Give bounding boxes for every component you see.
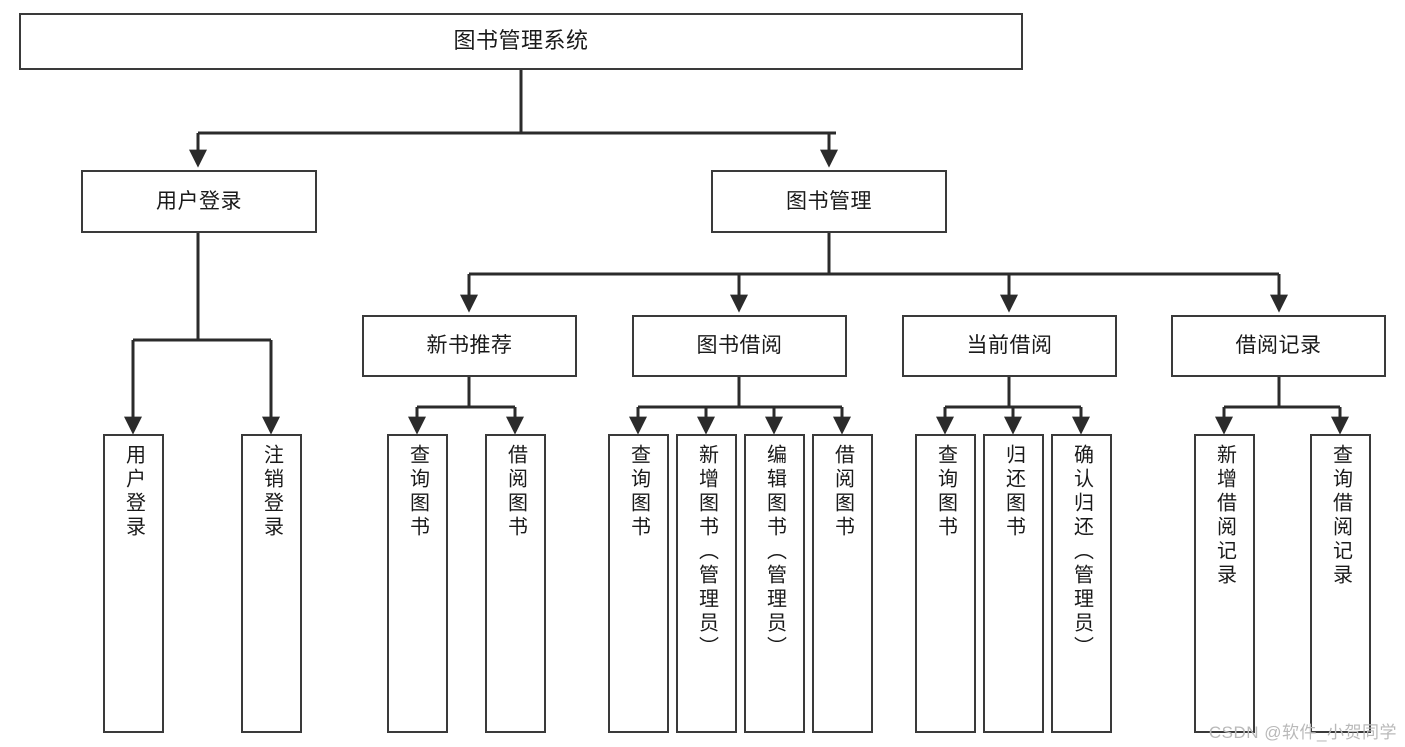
node-label: 借阅图书 (504, 444, 527, 540)
node-label: 新书推荐 (426, 334, 513, 358)
node-label: 图书管理 (786, 189, 872, 213)
node-user-login[interactable]: 用户登录 (81, 170, 317, 233)
node-label: 归还图书 (1002, 444, 1025, 540)
leaf-recommend-borrow-book[interactable]: 借阅图书 (485, 434, 546, 733)
node-label: 当前借阅 (966, 334, 1053, 358)
node-root-system[interactable]: 图书管理系统 (19, 13, 1023, 70)
leaf-borrow-add-book-admin[interactable]: 新增图书（管理员） (676, 434, 737, 733)
node-label: 编辑图书（管理员） (763, 444, 786, 660)
leaf-borrow-query-book[interactable]: 查询图书 (608, 434, 669, 733)
node-label: 借阅记录 (1235, 334, 1322, 358)
node-borrow-record[interactable]: 借阅记录 (1171, 315, 1386, 377)
node-label: 新增图书（管理员） (695, 444, 718, 660)
leaf-current-return-book[interactable]: 归还图书 (983, 434, 1044, 733)
node-label: 注销登录 (260, 444, 283, 540)
leaf-borrow-edit-book-admin[interactable]: 编辑图书（管理员） (744, 434, 805, 733)
leaf-user-login-login[interactable]: 用户登录 (103, 434, 164, 733)
leaf-current-query-book[interactable]: 查询图书 (915, 434, 976, 733)
node-label: 查询图书 (627, 444, 650, 540)
node-book-management[interactable]: 图书管理 (711, 170, 947, 233)
node-label: 图书管理系统 (453, 28, 589, 54)
node-book-borrow[interactable]: 图书借阅 (632, 315, 847, 377)
node-label: 查询借阅记录 (1329, 444, 1352, 588)
node-label: 用户登录 (156, 189, 242, 213)
csdn-watermark: CSDN @软件_小贺同学 (1208, 723, 1397, 742)
leaf-recommend-query-book[interactable]: 查询图书 (387, 434, 448, 733)
node-label: 新增借阅记录 (1213, 444, 1236, 588)
node-label: 查询图书 (406, 444, 429, 540)
leaf-current-confirm-return-admin[interactable]: 确认归还（管理员） (1051, 434, 1112, 733)
leaf-user-login-logout[interactable]: 注销登录 (241, 434, 302, 733)
leaf-borrow-borrow-book[interactable]: 借阅图书 (812, 434, 873, 733)
node-label: 图书借阅 (696, 334, 783, 358)
node-label: 确认归还（管理员） (1070, 444, 1093, 660)
node-label: 查询图书 (934, 444, 957, 540)
node-label: 用户登录 (122, 444, 145, 540)
leaf-record-add-record[interactable]: 新增借阅记录 (1194, 434, 1255, 733)
node-label: 借阅图书 (831, 444, 854, 540)
leaf-record-query-record[interactable]: 查询借阅记录 (1310, 434, 1371, 733)
node-new-book-recommend[interactable]: 新书推荐 (362, 315, 577, 377)
node-current-borrow[interactable]: 当前借阅 (902, 315, 1117, 377)
